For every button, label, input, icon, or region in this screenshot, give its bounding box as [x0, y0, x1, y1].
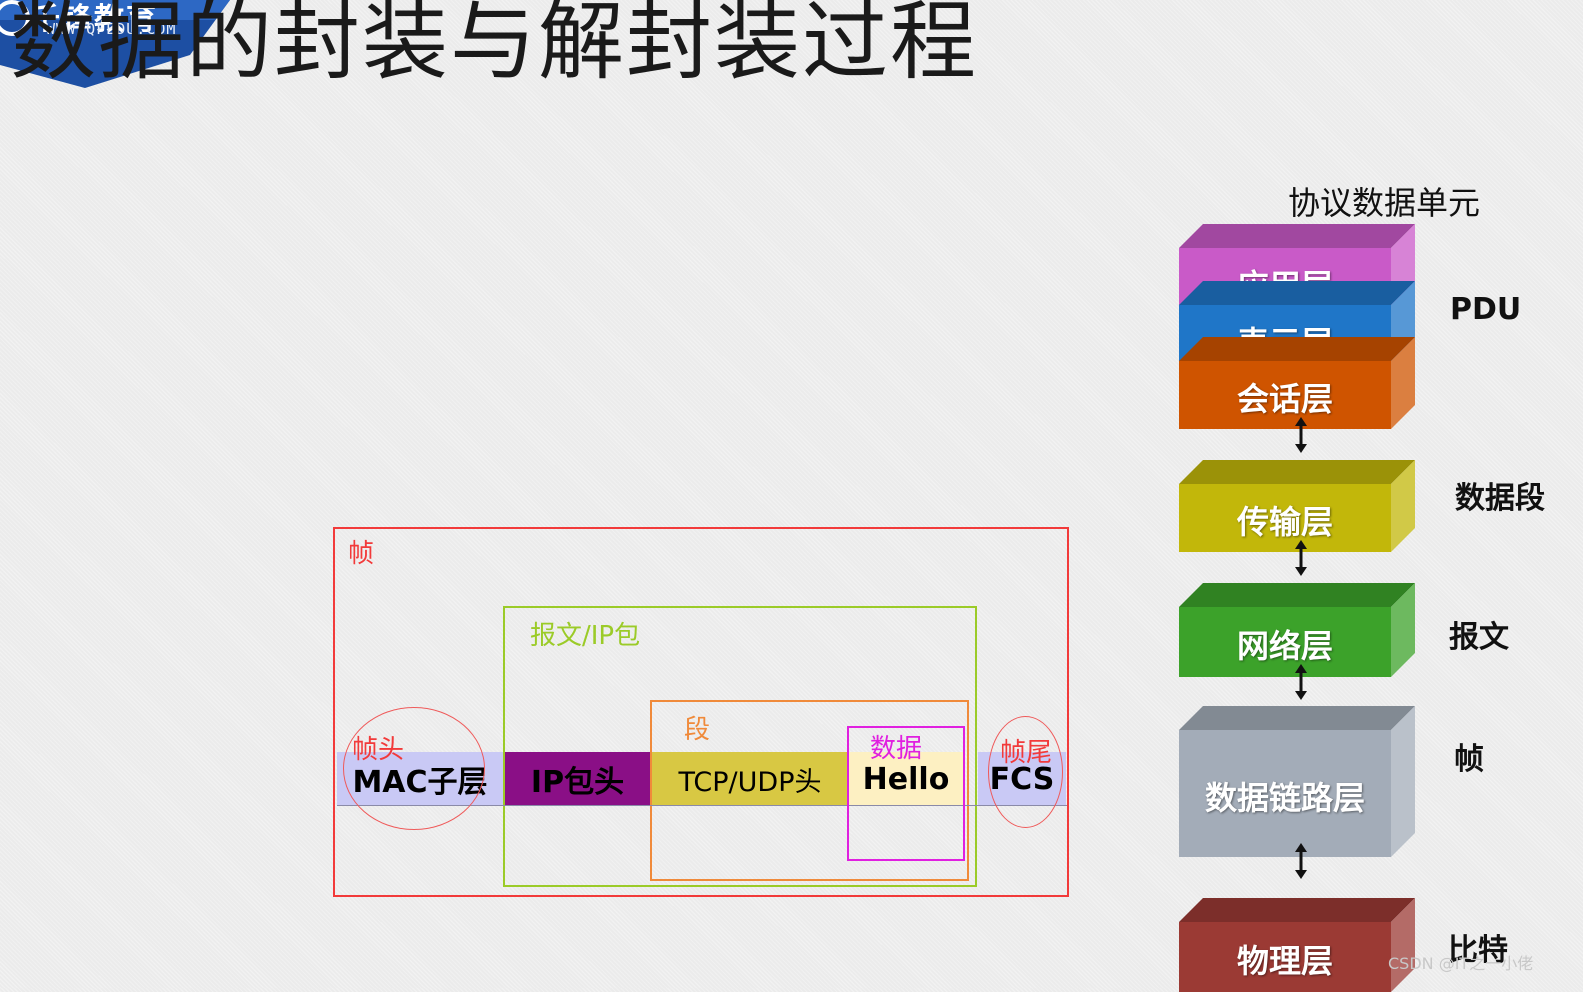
frame-trailer-label: 帧尾: [1000, 738, 1053, 768]
cells-baseline: [337, 805, 1067, 806]
pdu-title: 协议数据单元: [1288, 184, 1481, 222]
watermark: CSDN @IT之一小佬: [1388, 954, 1534, 973]
tcp-udp-header-cell: TCP/UDP头: [652, 752, 848, 806]
osi-layer-7: 物理层: [1179, 898, 1415, 992]
logo-url: WWW.QFEDU.COM: [46, 20, 177, 38]
pdu-label-network: 报文: [1449, 620, 1509, 655]
ip-header-cell: IP包头: [505, 752, 650, 806]
packet-label: 报文/IP包: [530, 621, 641, 651]
frame-trailer-ring: [988, 716, 1063, 828]
frame-label: 帧: [348, 539, 375, 569]
osi-layer-label: 物理层: [1236, 942, 1333, 980]
arrow-transport-network: [1295, 540, 1307, 576]
page-title: 数据的封装与解封装过程: [10, 0, 978, 92]
data-box: [847, 726, 965, 861]
arrow-session-transport: [1295, 417, 1307, 453]
osi-layer-6: 数据链路层: [1179, 706, 1415, 857]
data-label: 数据: [870, 734, 923, 764]
segment-box: [650, 700, 969, 881]
logo: [0, 0, 230, 88]
arrow-datalink-physical: [1295, 843, 1307, 879]
frame-header-label: 帧头: [352, 735, 405, 765]
frame-box: [333, 527, 1069, 897]
pdu-label-transport: 数据段: [1455, 481, 1545, 516]
frame-header-ring: [343, 707, 485, 830]
data-cell: Hello: [848, 752, 964, 806]
segment-label: 段: [684, 715, 711, 745]
logo-text: 千锋教育: [30, 2, 158, 37]
packet-box: [503, 606, 977, 887]
arrow-network-datalink: [1295, 664, 1307, 700]
osi-layer-label: 会话层: [1236, 380, 1333, 418]
pdu-label-datalink: 帧: [1454, 742, 1484, 777]
osi-layer-5: 网络层: [1179, 583, 1415, 677]
pdu-label-physical: 比特: [1448, 933, 1508, 968]
osi-layer-3: 会话层: [1179, 337, 1415, 429]
osi-layer-label: 网络层: [1236, 627, 1333, 665]
osi-layer-label: 数据链路层: [1204, 778, 1365, 817]
osi-layer-4: 传输层: [1179, 460, 1415, 552]
osi-layer-label: 传输层: [1236, 503, 1333, 541]
pdu-label-upper: PDU: [1450, 292, 1522, 327]
